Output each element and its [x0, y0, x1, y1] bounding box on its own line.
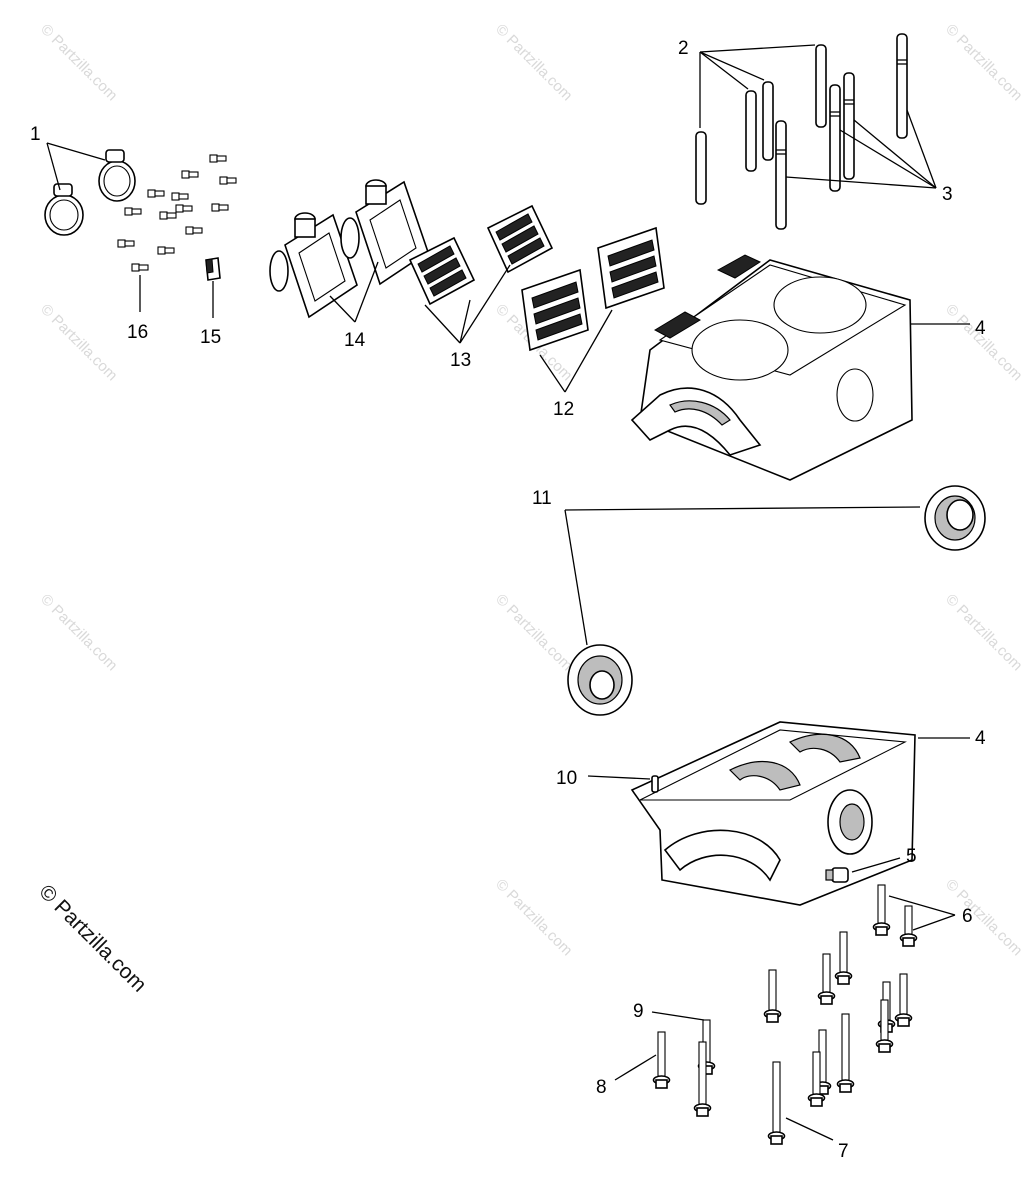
part-studs[interactable]	[695, 33, 908, 230]
leader-9	[651, 1011, 705, 1021]
leader-3d	[906, 109, 937, 189]
callout-4a: 4	[975, 318, 986, 339]
leader-14	[329, 295, 356, 323]
watermark-tile: © Partzilla.com	[942, 876, 1022, 959]
leader-6b	[912, 914, 956, 931]
part-seals[interactable]	[567, 485, 986, 716]
part-crankcase-lower[interactable]	[630, 721, 916, 906]
leader-3b	[839, 129, 937, 189]
leader-10	[587, 775, 651, 780]
watermark-tile: © Partzilla.com	[942, 301, 1022, 384]
watermark-main: © Partzilla.com	[34, 880, 150, 996]
part-screws[interactable]	[117, 154, 237, 272]
part-drain-plug[interactable]	[825, 867, 849, 883]
watermark-tile: © Partzilla.com	[492, 876, 575, 959]
leader-6	[888, 895, 956, 916]
leader-13b	[459, 299, 471, 344]
callout-9: 9	[633, 1001, 644, 1022]
part-crankcase-upper[interactable]	[630, 254, 913, 481]
callout-5: 5	[906, 846, 917, 867]
part-cable-clip[interactable]	[205, 257, 221, 281]
callout-16: 16	[127, 322, 148, 343]
callout-2: 2	[678, 38, 689, 59]
watermark-tile: © Partzilla.com	[492, 591, 575, 674]
leader-1	[46, 142, 106, 161]
leader-11b	[564, 509, 588, 646]
watermark-tile: © Partzilla.com	[942, 591, 1022, 674]
leader-3	[785, 176, 937, 189]
watermark-tile: © Partzilla.com	[37, 21, 120, 104]
leader-13c	[459, 264, 511, 344]
leader-3c	[853, 119, 937, 189]
callout-6: 6	[962, 906, 973, 927]
callout-15: 15	[200, 327, 221, 348]
leader-1b	[46, 142, 61, 191]
callout-13: 13	[450, 350, 471, 371]
part-hose-clamps[interactable]	[44, 149, 136, 236]
part-intake-manifolds[interactable]	[269, 179, 429, 319]
watermark-tile: © Partzilla.com	[492, 21, 575, 104]
part-bolts[interactable]	[652, 884, 918, 1145]
leader-5	[851, 857, 901, 873]
watermark-tile: © Partzilla.com	[942, 21, 1022, 104]
callout-12: 12	[553, 399, 574, 420]
leader-12	[539, 354, 566, 393]
watermark-tile: © Partzilla.com	[37, 591, 120, 674]
callout-8: 8	[596, 1077, 607, 1098]
leader-2d	[699, 44, 816, 53]
leader-7	[785, 1117, 834, 1141]
callout-1: 1	[30, 124, 41, 145]
part-reed-cages[interactable]	[408, 204, 554, 306]
callout-4b: 4	[975, 728, 986, 749]
leader-11	[564, 506, 921, 511]
callout-3: 3	[942, 184, 953, 205]
callout-11: 11	[532, 488, 552, 509]
leader-8	[614, 1054, 657, 1081]
leader-12b	[564, 309, 613, 393]
callout-14: 14	[344, 330, 366, 351]
leader-13	[424, 304, 461, 344]
part-dowel-pin[interactable]	[651, 775, 659, 793]
watermark-tile: © Partzilla.com	[37, 301, 120, 384]
callout-7: 7	[838, 1141, 849, 1162]
callout-10: 10	[556, 768, 577, 789]
leader-2b	[699, 51, 749, 90]
part-reed-valves[interactable]	[521, 226, 665, 352]
leader-14b	[354, 261, 379, 323]
leader-2c	[699, 51, 765, 81]
